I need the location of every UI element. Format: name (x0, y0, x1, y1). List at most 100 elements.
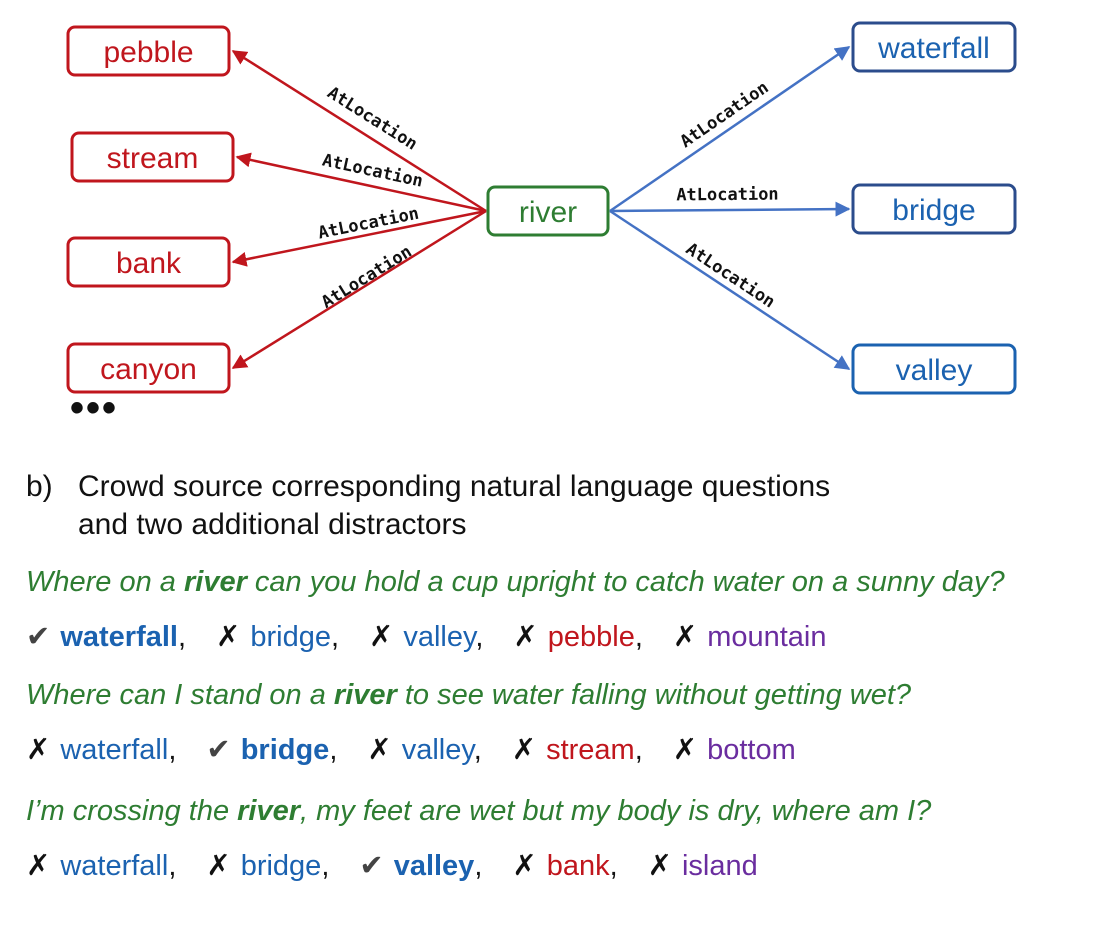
node-canyon-box (66, 342, 231, 394)
answer-option-text: valley (401, 734, 474, 766)
answer-option-text: valley (393, 850, 475, 882)
answer-option-text: valley (403, 621, 476, 653)
edge-river-bridge (609, 201, 851, 217)
answer-option-distractor: ✗bridge, (206, 848, 329, 883)
answer-separator: , (168, 734, 177, 766)
question-keyword: river (237, 795, 301, 827)
node-bank-label: bank (116, 247, 182, 280)
edge-river-valley (609, 209, 851, 371)
node-valley-box (851, 343, 1017, 395)
answer-option-distractor: ✗ valley, (367, 732, 481, 767)
edge-label-waterfall: AtLocation (677, 78, 773, 152)
question-text: Where can I stand on a river to see wate… (26, 679, 1096, 712)
answer-option-correct: ✔ bridge, (206, 732, 337, 767)
concept-graph: AtLocationAtLocationAtLocationAtLocation… (66, 21, 1017, 395)
answer-options: ✗waterfall,✗bridge,✔valley,✗bank,✗island (26, 848, 1086, 883)
answer-option-correct: ✔ valley, (359, 848, 482, 883)
answer-separator: , (330, 621, 340, 653)
cross-icon: ✗ (26, 850, 51, 882)
edge-label-canyon: AtLocation (318, 242, 416, 313)
edge-label-valley: AtLocation (682, 239, 778, 312)
question-text-pre: Where on a (26, 566, 184, 598)
answer-option-text: stream (546, 734, 635, 766)
cross-icon: ✗ (367, 734, 392, 766)
question-text: Where on a river can you hold a cup upri… (26, 566, 1096, 599)
node-river-label: river (519, 196, 577, 229)
answer-separator: , (634, 734, 643, 766)
answer-option-text: waterfall (60, 621, 178, 653)
answer-options: ✗waterfall,✔bridge,✗valley,✗stream,✗bott… (26, 732, 1086, 767)
answer-option-text: pebble (547, 621, 635, 653)
checkmark-icon: ✔ (26, 621, 51, 653)
cross-icon: ✗ (647, 850, 672, 882)
cross-icon: ✗ (369, 621, 394, 653)
answer-separator: , (168, 850, 177, 882)
node-canyon: canyon (66, 342, 231, 394)
node-stream: stream (70, 131, 235, 183)
answer-separator: , (474, 850, 483, 882)
cross-icon: ✗ (26, 734, 51, 766)
question-text-post: to see water falling without getting wet… (396, 679, 912, 711)
edge-river-canyon (231, 209, 487, 370)
answer-separator: , (329, 734, 338, 766)
answer-separator: , (609, 850, 618, 882)
checkmark-icon: ✔ (206, 734, 231, 766)
answer-option-text: mountain (707, 621, 827, 653)
node-bridge-label: bridge (892, 194, 975, 227)
answer-separator: , (321, 850, 330, 882)
question-text-post: , my feet are wet but my body is dry, wh… (300, 795, 932, 827)
answer-option-distractor: ✗ island (648, 848, 758, 883)
answer-option-text: bottom (707, 734, 796, 766)
question-text-pre: Where can I stand on a (26, 679, 334, 711)
answer-option-text: island (681, 850, 758, 882)
answer-separator: , (473, 734, 482, 766)
section-b-line2: and two additional distractors (78, 508, 467, 541)
edge-river-stream (235, 152, 487, 213)
node-river-box (486, 185, 610, 237)
answer-option-distractor: ✗ bottom (673, 732, 796, 767)
node-waterfall-box (851, 21, 1017, 73)
edge-label-bank: AtLocation (316, 204, 420, 244)
edge-river-waterfall (609, 45, 851, 213)
answer-option-distractor: ✗ waterfall, (26, 848, 176, 883)
answer-option-correct: ✔waterfall, (26, 619, 186, 654)
node-valley: valley (851, 343, 1017, 395)
node-valley-label: valley (896, 354, 973, 387)
cross-icon: ✗ (513, 621, 538, 653)
answer-option-text: bank (546, 850, 610, 882)
node-bank-box (66, 236, 231, 288)
answer-option-distractor: ✗stream, (512, 732, 643, 767)
edge-label-bridge: AtLocation (676, 185, 779, 206)
question-text: I’m crossing the river, my feet are wet … (26, 795, 1096, 828)
node-pebble-label: pebble (103, 36, 193, 69)
answer-option-text: bridge (240, 734, 330, 766)
answer-option-distractor: ✗ waterfall, (26, 732, 176, 767)
edge-river-bank (231, 209, 487, 267)
question-text-post: can you hold a cup upright to catch wate… (246, 566, 1005, 598)
node-bridge-box (851, 183, 1017, 235)
answer-option-distractor: ✗ bank, (512, 848, 617, 883)
node-waterfall: waterfall (851, 21, 1017, 73)
answer-option-text: bridge (240, 850, 322, 882)
checkmark-icon: ✔ (359, 850, 384, 882)
node-stream-label: stream (107, 142, 199, 175)
question-keyword: river (333, 679, 397, 711)
answer-option-text: waterfall (60, 850, 169, 882)
question-text-pre: I’m crossing the (26, 795, 238, 827)
node-waterfall-label: waterfall (877, 32, 990, 65)
cross-icon: ✗ (672, 734, 698, 766)
answer-options: ✔waterfall,✗bridge,✗valley,✗pebble,✗moun… (26, 619, 1086, 654)
cross-icon: ✗ (672, 621, 698, 653)
section-b-line1: Crowd source corresponding natural langu… (78, 470, 831, 503)
node-bank: bank (66, 236, 231, 288)
node-river: river (486, 185, 610, 237)
node-stream-box (70, 131, 235, 183)
cross-icon: ✗ (512, 850, 537, 882)
edge-river-pebble (231, 49, 487, 213)
section-b-heading: b)Crowd source corresponding natural lan… (26, 468, 1086, 544)
node-canyon-label: canyon (100, 353, 197, 386)
answer-separator: , (634, 621, 643, 653)
answer-option-text: waterfall (60, 734, 169, 766)
node-pebble-box (66, 25, 231, 77)
cross-icon: ✗ (216, 621, 241, 653)
